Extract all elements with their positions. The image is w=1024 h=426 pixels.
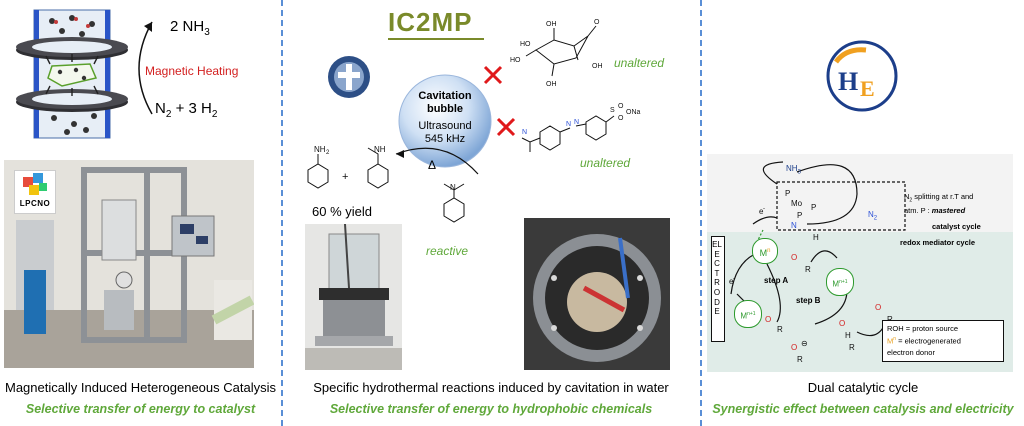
ic2mp-logo: IC2MP — [388, 8, 498, 40]
bubble-frequency: 545 kHz — [424, 133, 466, 145]
svg-text:P: P — [811, 203, 816, 212]
svg-text:2: 2 — [326, 150, 330, 156]
ammonia-label: NH3 — [786, 164, 801, 176]
panel3-title: Dual catalytic cycle — [807, 380, 919, 395]
svg-text:O: O — [594, 19, 600, 26]
svg-text:R: R — [805, 265, 811, 274]
yield-label: 60 % yield — [312, 204, 372, 219]
legend-electron-donor: electron donor — [887, 347, 935, 357]
panel1-subtitle: Selective transfer of energy to catalyst — [25, 402, 256, 416]
reactor-top-view-photo — [524, 218, 670, 370]
svg-text:+: + — [342, 171, 348, 183]
n2-splitting-note: N2 splitting at r.T and atm. P : mastere… — [904, 192, 974, 215]
svg-text:O: O — [618, 103, 624, 110]
svg-text:ONa: ONa — [626, 109, 641, 116]
metal-mn-circle: Mn — [752, 238, 778, 264]
redox-mediator-cycle-label: redox mediator cycle — [900, 238, 976, 247]
svg-text:N: N — [574, 119, 579, 126]
ic2mp-logo-text: IC2MP — [388, 7, 473, 37]
svg-text:P: P — [785, 189, 790, 198]
svg-text:O: O — [765, 315, 771, 324]
svg-text:P: P — [797, 211, 802, 220]
svg-text:OH: OH — [546, 21, 557, 28]
reactants-n2-h2: N2 + 3 H2 — [155, 100, 218, 120]
panel3-subtitle: Synergistic effect between catalysis and… — [712, 402, 1014, 416]
svg-text:S: S — [610, 107, 615, 114]
svg-text:R: R — [797, 355, 803, 364]
svg-text:HO: HO — [510, 57, 521, 64]
electrode-bar — [711, 236, 725, 342]
svg-text:NH: NH — [374, 145, 386, 154]
svg-text:O: O — [839, 319, 845, 328]
lpcno-logo-text: LPCNO — [19, 199, 51, 208]
svg-text:R: R — [777, 325, 783, 334]
cross-icon-glucose — [483, 65, 503, 85]
svg-text:E: E — [860, 76, 875, 101]
lpcno-logo: LPCNO — [14, 170, 56, 214]
glucose-structure: OH O HO HO OH OH — [510, 19, 603, 88]
reactive-label: reactive — [426, 244, 469, 258]
legend-mn: Mn = electrogenerated — [887, 336, 961, 346]
svg-text:NH: NH — [314, 145, 326, 154]
svg-text:O: O — [791, 253, 797, 262]
step-a-label: step A — [764, 276, 789, 285]
electrode-label: ELECTRODE — [712, 240, 722, 317]
svg-text:N: N — [522, 129, 527, 136]
svg-text:-: - — [733, 276, 735, 282]
panel2-subtitle: Selective transfer of energy to hydropho… — [329, 402, 653, 416]
svg-text:OH: OH — [546, 81, 557, 88]
svg-text:R: R — [887, 315, 893, 324]
svg-text:N: N — [791, 221, 797, 230]
svg-text:e: e — [729, 277, 734, 286]
svg-text:⊖: ⊖ — [801, 339, 808, 348]
cycle-legend-box: ROH = proton source Mn = electrogenerate… — [882, 320, 1004, 362]
svg-text:N: N — [566, 121, 571, 128]
cavitation-bubble — [398, 74, 492, 168]
magnetic-heating-label: Magnetic Heating — [145, 64, 239, 78]
legend-roh: ROH = proton source — [887, 324, 959, 333]
svg-text:-: - — [763, 206, 765, 212]
svg-text:H: H — [845, 331, 851, 340]
ultrasound-reactor-photo — [305, 224, 402, 370]
reactor-illustration — [16, 9, 128, 139]
svg-text:e: e — [759, 207, 764, 216]
n2-input-label: N2 — [868, 210, 878, 222]
delta-symbol: Δ — [428, 158, 437, 172]
svg-text:H: H — [813, 233, 819, 242]
svg-text:N: N — [450, 183, 456, 192]
svg-text:O: O — [791, 343, 797, 352]
icsm-logo — [328, 56, 370, 98]
bubble-title: Cavitation bubble — [418, 90, 472, 115]
svg-text:Mo: Mo — [791, 199, 803, 208]
metal-mn1-circle-left: Mn+1 — [734, 300, 762, 328]
chea-logo: H E — [826, 40, 898, 112]
glucose-unaltered-label: unaltered — [614, 56, 665, 70]
dimethylaniline-structure: N — [443, 183, 465, 223]
svg-text:R: R — [849, 343, 855, 352]
reaction-arrow-delta — [395, 147, 479, 175]
bubble-ultrasound: Ultrasound — [418, 120, 472, 132]
svg-text:O: O — [618, 115, 624, 122]
svg-text:HO: HO — [520, 41, 531, 48]
metal-mn1-circle-right: Mn+1 — [826, 268, 854, 296]
panel1-title: Magnetically Induced Heterogeneous Catal… — [5, 380, 276, 395]
divider-left — [281, 0, 283, 426]
product-ammonia: 2 NH3 — [170, 18, 210, 38]
cross-icon-dye — [496, 117, 516, 137]
svg-text:O: O — [875, 303, 881, 312]
dye-unaltered-label: unaltered — [580, 156, 631, 170]
divider-right — [700, 0, 702, 426]
step-b-label: step B — [796, 296, 821, 305]
panel2-title: Specific hydrothermal reactions induced … — [313, 380, 669, 395]
svg-text:H: H — [838, 67, 858, 96]
svg-text:OH: OH — [592, 63, 603, 70]
catalyst-cycle-label: catalyst cycle — [932, 222, 981, 231]
reaction-arrow — [138, 21, 153, 115]
